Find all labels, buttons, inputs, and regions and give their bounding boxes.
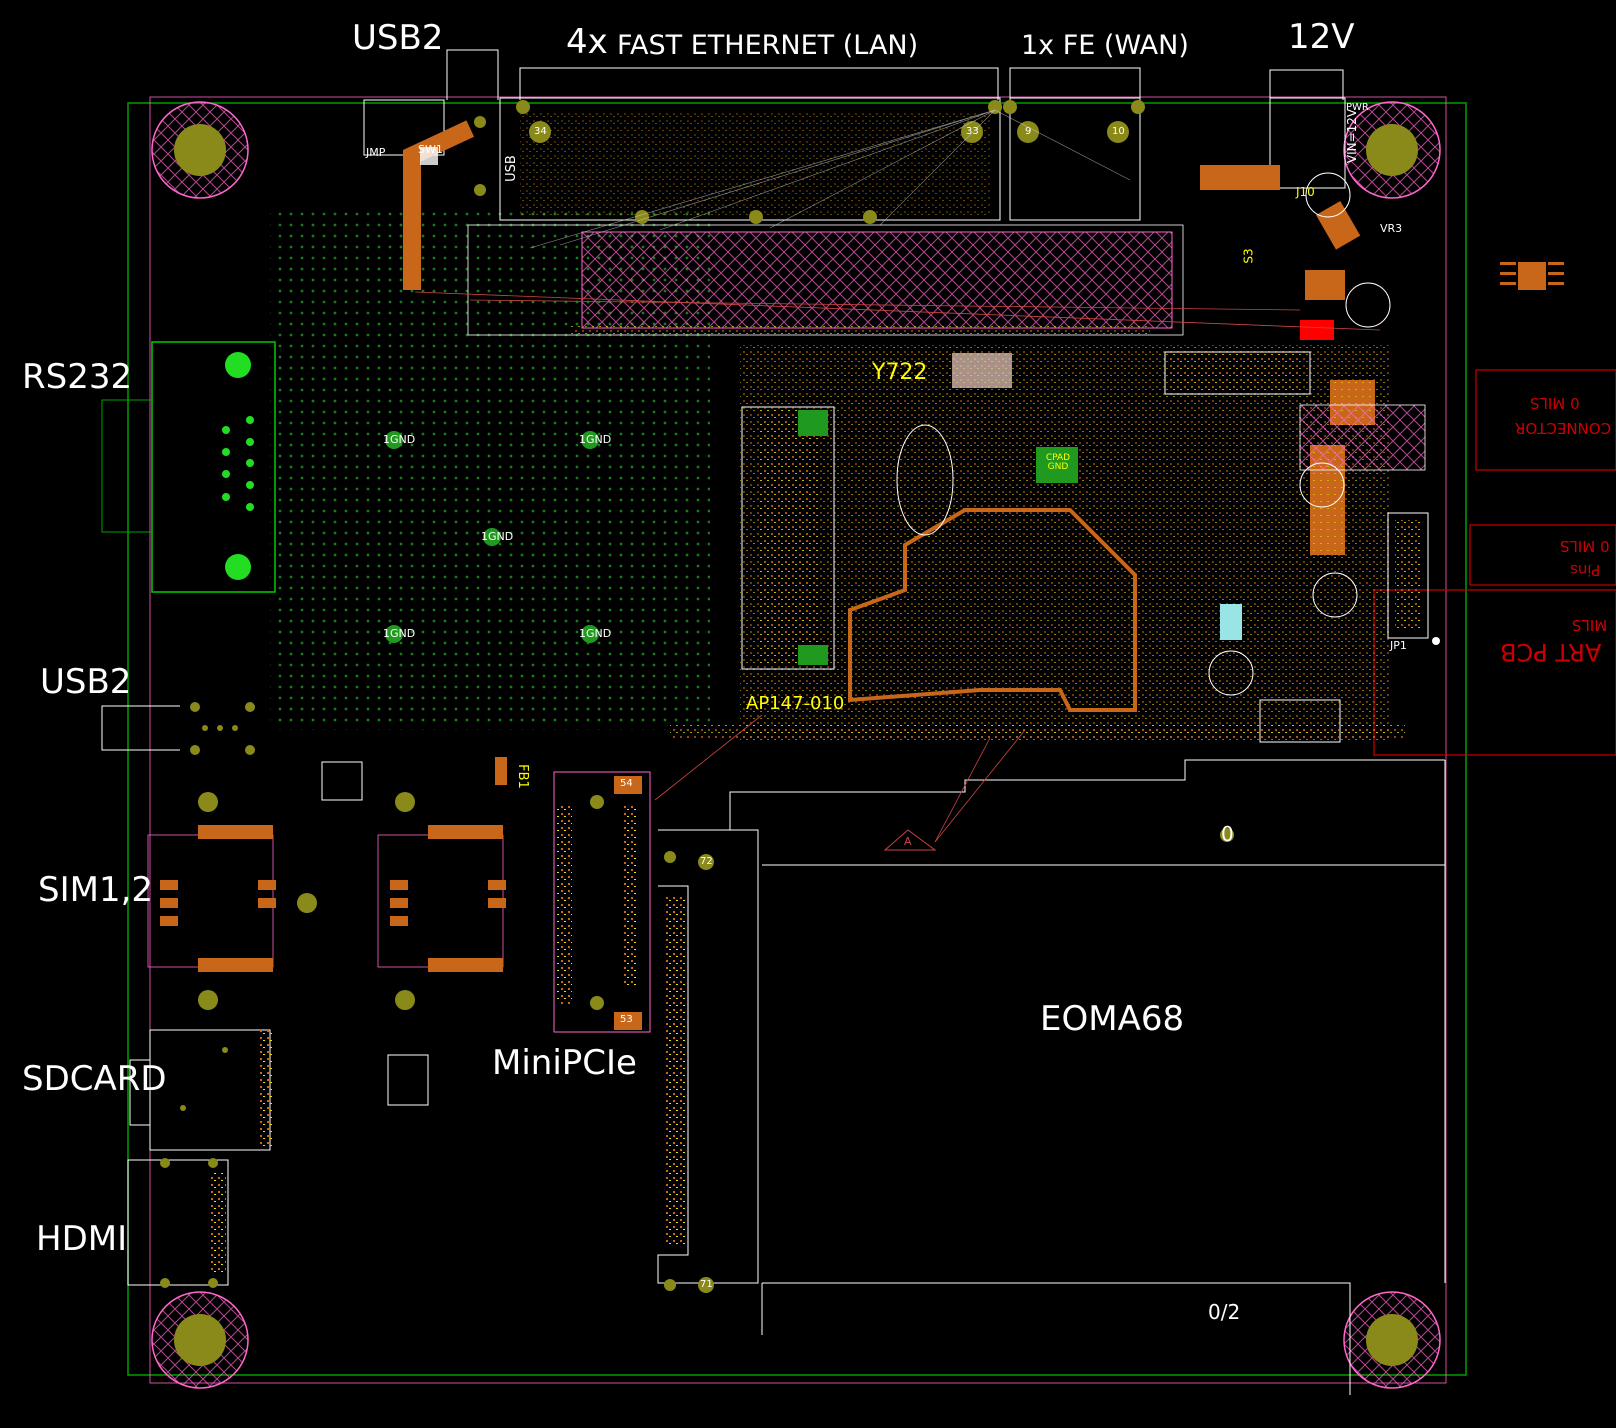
sdcard-label: SDCARD — [22, 1059, 167, 1099]
port-10-label: 10 — [1112, 126, 1125, 137]
lan-label: FAST ETHERNET (LAN) — [617, 30, 919, 61]
lan-count-label: 4x — [566, 22, 608, 62]
eoma68-label: EOMA68 — [1040, 999, 1185, 1039]
ethernet-lan-block — [499, 67, 1002, 224]
pin-53-label: 53 — [620, 1014, 633, 1025]
mils-text-1: 0 MILS — [1530, 394, 1580, 412]
uart-connector-zone — [1475, 369, 1616, 471]
zero-label: 0 — [1221, 822, 1234, 846]
cpad-label: CPAD GND — [1045, 453, 1071, 472]
u1-chip — [321, 761, 363, 801]
board-inner-outline — [149, 96, 1447, 1384]
usb-silk-label: USB — [503, 155, 519, 182]
magnetics-band — [581, 231, 1173, 329]
pins-text: Pins — [1570, 561, 1601, 579]
rs232-connector — [101, 341, 276, 593]
zero2-label: 0/2 — [1208, 1300, 1241, 1324]
hdmi-connector — [127, 1158, 229, 1288]
ratsnest-lines — [414, 291, 1381, 843]
sim-holders — [147, 792, 506, 1010]
sd-controller-chip — [387, 1054, 429, 1106]
mounting-hole-zh4 — [1343, 1291, 1441, 1389]
power-label: 12V — [1288, 17, 1355, 57]
rs232-label: RS232 — [22, 357, 133, 397]
gnd-label-pt11: 1GND — [383, 627, 416, 640]
mils-text-2: 0 MILS — [1560, 537, 1610, 555]
s3-label: S3 — [1241, 248, 1256, 264]
board-code-label: AP147-010 — [746, 693, 845, 714]
crystal-label: Y722 — [872, 360, 928, 385]
minipcie-socket — [553, 771, 651, 1033]
sw1-label: SW1 — [418, 143, 443, 156]
uart-pcb-text: ART PCB — [1500, 638, 1602, 666]
gnd-test-points — [385, 431, 599, 643]
wan-label: 1x FE (WAN) — [1021, 30, 1189, 61]
gnd-label-pt5: 1GND — [579, 627, 612, 640]
pin-71-label: 71 — [700, 1279, 713, 1290]
usb2-left-label: USB2 — [40, 662, 132, 702]
mounting-hole-zh3 — [1343, 101, 1441, 199]
a-marker-label: A — [904, 835, 912, 848]
soc-area — [570, 172, 1440, 743]
usb2-left-connector — [101, 702, 255, 755]
diff-pair-lines — [529, 109, 1131, 249]
fb1-part — [495, 757, 507, 785]
usb2-top-label: USB2 — [352, 18, 444, 58]
gnd-label-pt12: 1GND — [383, 433, 416, 446]
hdmi-label: HDMI — [36, 1219, 128, 1259]
port-9-label: 9 — [1025, 126, 1032, 137]
fb1-label: FB1 — [514, 764, 530, 789]
eoma68-connector — [657, 759, 1446, 1395]
jmp-label: JMP — [366, 146, 386, 159]
mounting-hole-zh1 — [151, 1291, 249, 1389]
gnd-label-pt3: 1GND — [579, 433, 612, 446]
board-outline — [127, 102, 1467, 1376]
mounting-hole-zh2 — [151, 101, 249, 199]
sdcard-slot — [129, 1029, 274, 1151]
a-marker — [883, 829, 937, 851]
gnd-label-pt14: 1GND — [481, 530, 514, 543]
jp1-label: JP1 — [1390, 639, 1407, 652]
pin-72-label: 72 — [700, 856, 713, 867]
connector-text: CONNECTOR — [1515, 419, 1612, 437]
ethernet-wan-block — [1003, 67, 1145, 221]
j10-label: J10 — [1296, 185, 1315, 199]
pin-54-label: 54 — [620, 778, 633, 789]
vr3-label: VR3 — [1380, 222, 1403, 235]
edge-chip — [1500, 262, 1564, 290]
port-34-label: 34 — [534, 126, 547, 137]
mils-text-3: MILS — [1572, 616, 1608, 634]
pwr-label: PWR — [1346, 102, 1369, 113]
sim-label: SIM1,2 — [38, 870, 154, 910]
uart-pins-zone — [1469, 524, 1616, 586]
vin-label: VIN=12V — [1345, 108, 1360, 164]
port-33-label: 33 — [966, 126, 979, 137]
minipcie-label: MiniPCIe — [492, 1043, 637, 1083]
sw1-switch — [420, 147, 438, 165]
